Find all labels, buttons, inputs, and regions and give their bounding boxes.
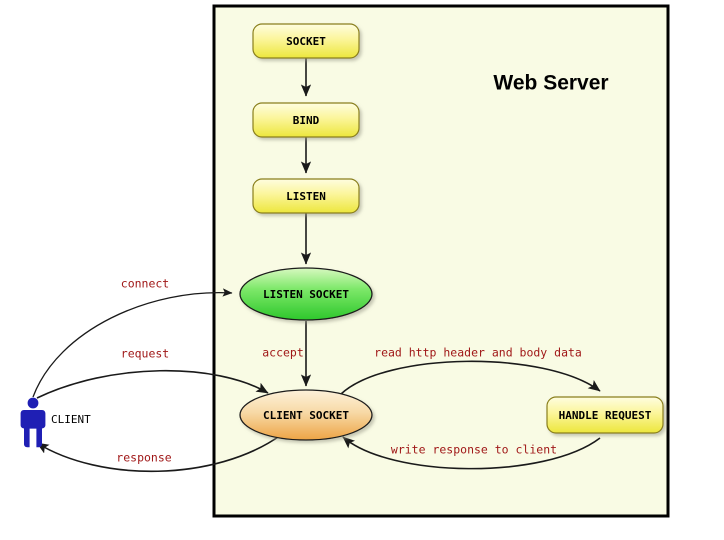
client-actor-label: CLIENT	[51, 413, 91, 426]
edge-label-write-response: write response to client	[391, 443, 557, 457]
edge-label-read-http: read http header and body data	[374, 346, 582, 360]
node-listen-socket-shape[interactable]	[239, 267, 373, 321]
handle-request-arrows	[340, 360, 601, 470]
web-server-container: Web Server	[212, 4, 670, 518]
node-listen-socket[interactable]: LISTEN SOCKET	[239, 267, 373, 321]
edge-label-response: response	[116, 451, 171, 465]
node-client-socket-shape[interactable]	[239, 389, 373, 441]
node-listen[interactable]: LISTEN	[252, 178, 360, 214]
node-client-socket[interactable]: CLIENT SOCKET	[239, 389, 373, 441]
edge-label-request: request	[121, 347, 169, 361]
arrow-read-request	[340, 360, 601, 395]
node-listen-label: LISTEN	[286, 190, 326, 203]
node-client-socket-label: CLIENT SOCKET	[263, 409, 349, 422]
node-bind-shape[interactable]	[252, 102, 360, 138]
node-handle-request[interactable]: HANDLE REQUEST	[546, 396, 664, 434]
node-listen-socket-label: LISTEN SOCKET	[263, 288, 349, 301]
arrow-response	[36, 434, 282, 473]
edge-labels: connect request accept read http header …	[116, 277, 582, 465]
web-server-title: Web Server	[493, 72, 608, 95]
node-socket-label: SOCKET	[286, 35, 326, 48]
node-listen-shape[interactable]	[252, 178, 360, 214]
node-socket[interactable]: SOCKET	[252, 23, 360, 59]
arrow-write-response	[342, 436, 601, 470]
arrow-connect	[32, 288, 233, 398]
node-bind[interactable]: BIND	[252, 102, 360, 138]
node-socket-shape[interactable]	[252, 23, 360, 59]
node-bind-label: BIND	[293, 114, 320, 127]
edge-label-connect: connect	[121, 277, 169, 291]
node-handle-request-shape[interactable]	[546, 396, 664, 434]
client-actor[interactable]: CLIENT	[20, 397, 92, 448]
client-server-arrows	[32, 288, 282, 473]
person-icon	[20, 397, 46, 448]
arrow-request	[36, 369, 269, 399]
node-handle-request-label: HANDLE REQUEST	[559, 409, 652, 422]
edge-label-accept: accept	[262, 346, 304, 360]
